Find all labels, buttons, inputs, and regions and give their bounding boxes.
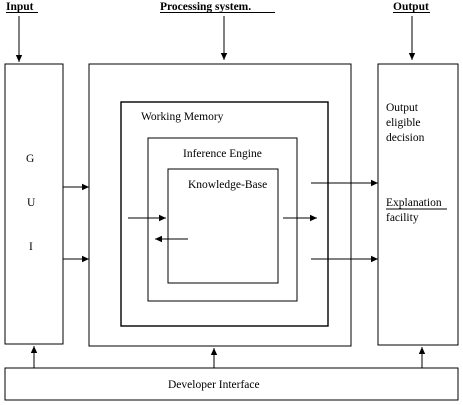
processing-system-box xyxy=(88,63,352,347)
working-memory-box xyxy=(120,101,329,327)
output-decision-line-3: decision xyxy=(386,132,425,144)
input-header: Input xyxy=(6,1,34,13)
explanation-line-1: Explanation xyxy=(386,197,442,209)
developer-interface-box xyxy=(4,367,459,401)
output-header: Output xyxy=(393,1,429,13)
inference-engine-label: Inference Engine xyxy=(183,148,262,160)
output-decision-line-2: eligible xyxy=(386,117,421,129)
processing-header: Processing system. xyxy=(160,1,251,13)
knowledge-base-label: Knowledge-Base xyxy=(188,179,267,191)
knowledge-base-box xyxy=(167,168,279,284)
inference-engine-box xyxy=(147,137,298,302)
gui-letter-i: I xyxy=(29,241,33,253)
gui-letter-g: G xyxy=(26,153,34,165)
output-decision-line-1: Output xyxy=(386,102,419,114)
output-box xyxy=(377,63,459,346)
gui-box xyxy=(4,63,64,345)
explanation-line-2: facility xyxy=(386,212,419,224)
developer-interface-label: Developer Interface xyxy=(168,379,260,391)
gui-letter-u: U xyxy=(27,197,36,209)
working-memory-label: Working Memory xyxy=(141,111,224,123)
